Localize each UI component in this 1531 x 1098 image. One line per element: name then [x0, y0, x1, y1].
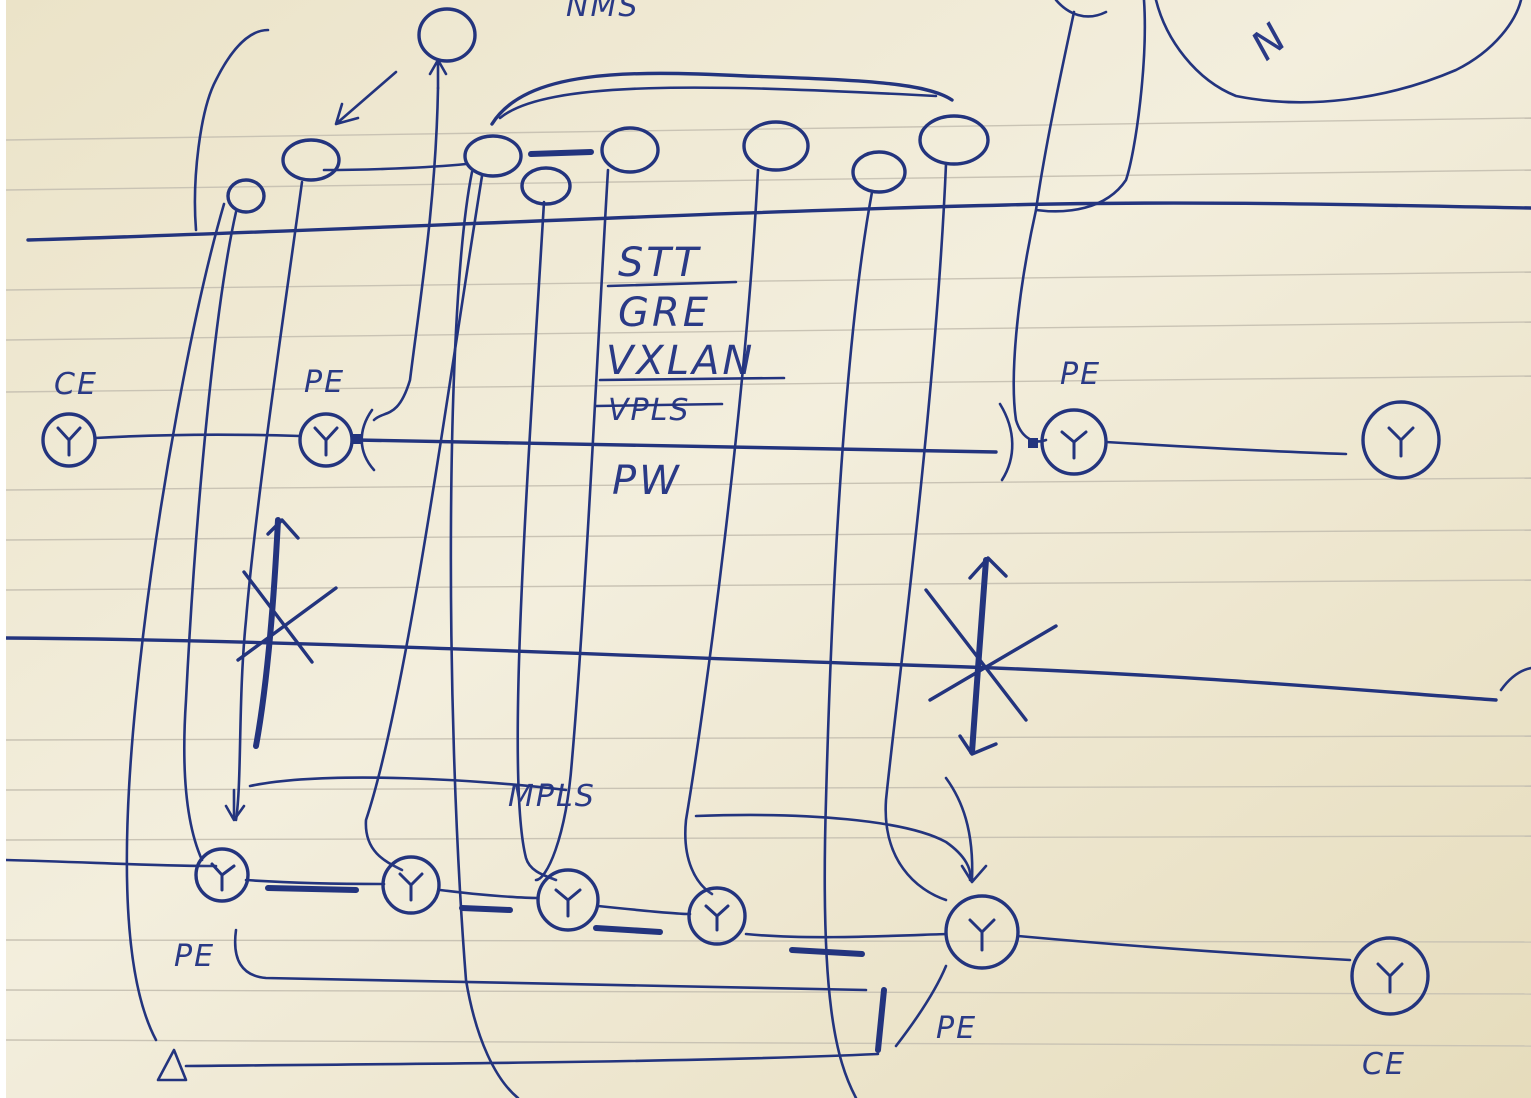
label-pe-left: PE — [304, 365, 345, 400]
controller-node — [744, 122, 808, 170]
controller-node-top — [419, 9, 475, 61]
notebook-photo: STT GRE VXLAN VPLS PW CE PE PE — [6, 0, 1531, 1098]
controller-node — [920, 116, 988, 164]
label-top-center-partial: NMS — [566, 0, 639, 24]
tunnel-item-gre: GRE — [618, 290, 711, 336]
label-pe-right: PE — [1060, 357, 1101, 392]
label-ce-bottom-right: CE — [1362, 1047, 1406, 1082]
controller-node — [522, 168, 570, 204]
controller-node — [228, 180, 264, 212]
controller-node — [853, 152, 905, 192]
label-ce-left: CE — [54, 367, 98, 402]
controller-node — [602, 128, 658, 172]
controller-node — [465, 136, 521, 176]
label-pe-bottom-left: PE — [174, 939, 215, 974]
tunnel-item-vxlan: VXLAN — [606, 338, 755, 384]
sketch-canvas: STT GRE VXLAN VPLS PW CE PE PE — [6, 0, 1531, 1098]
tunnel-item-vpls: VPLS — [608, 393, 690, 428]
tunnel-item-stt: STT — [618, 240, 702, 286]
label-pe-bottom-right: PE — [936, 1011, 977, 1046]
tunnel-item-pw: PW — [612, 458, 682, 504]
controller-node — [283, 140, 339, 180]
